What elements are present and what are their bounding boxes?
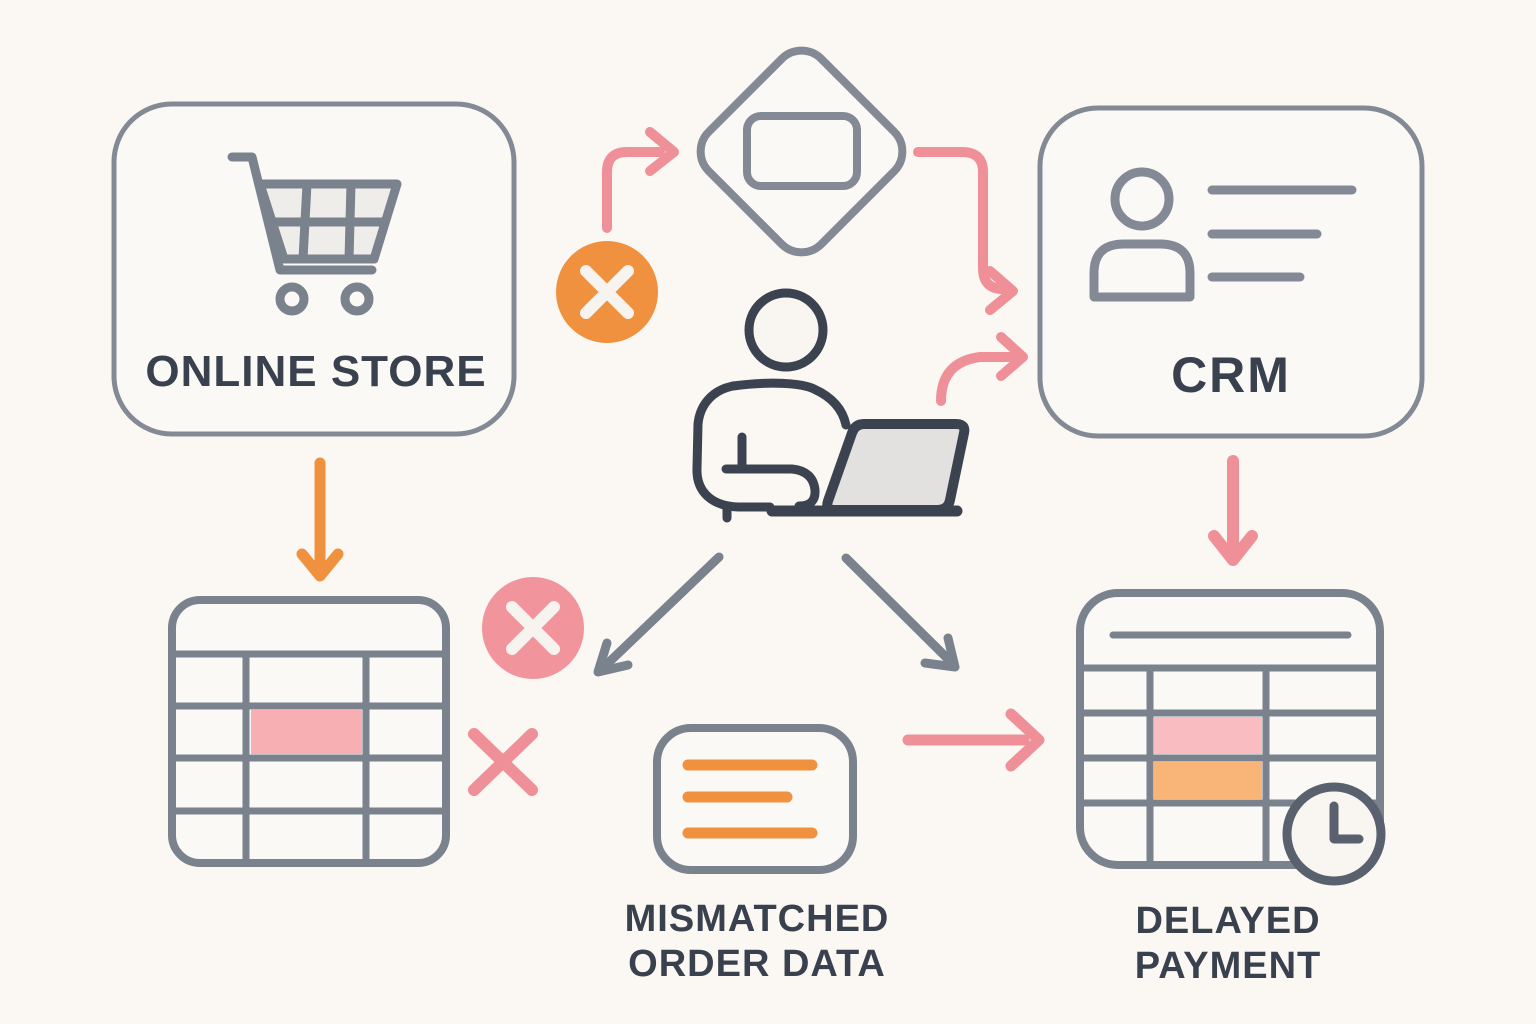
mismatched-label-line2: ORDER DATA bbox=[628, 943, 886, 985]
laptop-screen bbox=[822, 419, 970, 515]
person-hand bbox=[721, 464, 820, 511]
mismatched-label-line1: MISMATCHED bbox=[625, 898, 890, 940]
arrow-document-to-payment bbox=[902, 708, 1045, 772]
error-badge-orange bbox=[556, 241, 658, 343]
arrow-decision-to-crm bbox=[913, 147, 1018, 315]
person-shoulder bbox=[728, 378, 851, 430]
mismatched-order-data-node: MISMATCHED ORDER DATA bbox=[625, 724, 890, 985]
online-store-node: ONLINE STORE bbox=[111, 101, 517, 437]
arrow-crm-to-payment bbox=[1208, 455, 1258, 566]
delayed-label-line2: PAYMENT bbox=[1135, 945, 1321, 987]
online-store-label: ONLINE STORE bbox=[145, 347, 486, 396]
crm-label: CRM bbox=[1171, 347, 1291, 403]
sync-decision-node bbox=[696, 46, 907, 257]
spreadsheet-table-left bbox=[168, 596, 450, 867]
shopping-cart-icon bbox=[227, 152, 402, 316]
delayed-label-line1: DELAYED bbox=[1135, 900, 1320, 942]
arrow-person-to-document bbox=[841, 553, 960, 672]
contact-card-icon bbox=[1089, 167, 1357, 302]
diamond-decision-icon bbox=[696, 46, 907, 257]
person-torso bbox=[692, 381, 775, 512]
clock-icon bbox=[1282, 782, 1386, 886]
highlighted-cell-orange bbox=[1154, 762, 1262, 799]
arrow-store-to-decision bbox=[602, 127, 679, 233]
arrow-person-to-crm bbox=[936, 332, 1028, 406]
error-cross-pink bbox=[468, 728, 538, 796]
arrow-person-to-table-left bbox=[593, 552, 724, 677]
arrow-store-to-table bbox=[296, 457, 344, 582]
highlighted-cell-pink bbox=[251, 710, 362, 754]
x-mark-icon bbox=[468, 728, 538, 796]
person-head bbox=[744, 288, 828, 372]
crm-node: CRM bbox=[1037, 105, 1425, 439]
person-at-laptop-icon bbox=[692, 288, 970, 523]
diamond-inner-rect bbox=[743, 112, 861, 190]
highlighted-cell-pink bbox=[1154, 717, 1262, 754]
error-badge-pink bbox=[482, 577, 584, 679]
delayed-payment-node: DELAYED PAYMENT bbox=[1076, 589, 1386, 987]
